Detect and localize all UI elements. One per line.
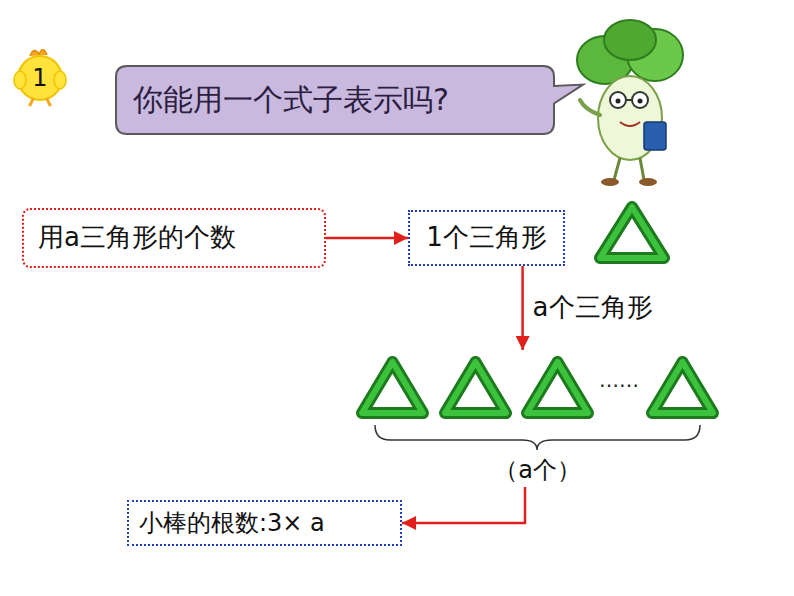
stick-triangle: [445, 362, 506, 413]
cabbage-teacher: [577, 20, 683, 186]
speech-bubble: 你能用一个式子表示吗?: [115, 65, 555, 135]
label-text: 1: [32, 64, 47, 92]
one-triangle-box: 1个三角形: [408, 210, 565, 266]
variable-box: 用a三角形的个数: [22, 208, 326, 268]
edge-label: a个三角形: [533, 290, 653, 325]
stick-triangles: [362, 207, 713, 413]
red-arrow: [402, 487, 525, 523]
stick-triangle: [652, 362, 713, 413]
edge-label-text: a个三角形: [533, 292, 653, 322]
node-text: 你能用一个式子表示吗?: [133, 82, 449, 118]
formula-box: 小棒的根数:3× a: [127, 500, 402, 546]
stick-triangle: [600, 207, 664, 258]
ellipsis: ……: [599, 368, 639, 392]
stick-highlight: [600, 207, 664, 258]
node-text: 小棒的根数:3× a: [139, 509, 325, 538]
chick-icon: [14, 50, 66, 105]
stick-highlight: [362, 362, 423, 413]
stick-highlight: [652, 362, 713, 413]
red-arrow: [326, 237, 408, 240]
node-text: （a个）: [494, 456, 581, 485]
red-arrow: [521, 266, 524, 350]
triangle-group: （a个）: [350, 350, 725, 485]
label-text: ……: [599, 368, 639, 392]
brace: [375, 425, 700, 450]
stick-triangle: [362, 362, 423, 413]
node-text: 用a三角形的个数: [38, 222, 236, 253]
stick-triangle: [527, 362, 588, 413]
stick-highlight: [527, 362, 588, 413]
stick-highlight: [445, 362, 506, 413]
node-text: 1个三角形: [426, 222, 547, 253]
callout-number: 1: [32, 64, 47, 92]
